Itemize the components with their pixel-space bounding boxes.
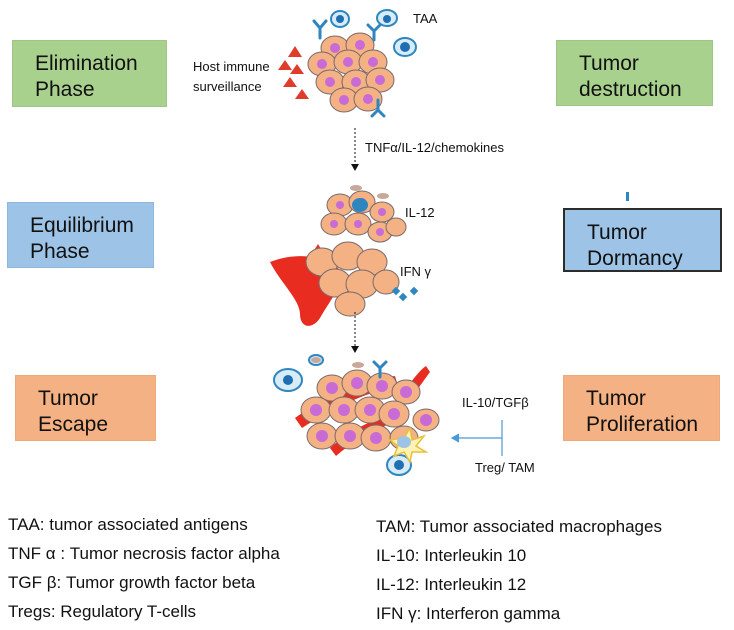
tumor-destruction-box: Tumor destruction [556, 40, 713, 106]
antibody-group [312, 19, 386, 118]
elimination-phase-label: Elimination Phase [35, 52, 138, 101]
equilibrium-tumor-cluster [270, 185, 419, 326]
treg-tam-label: Treg/ TAM [475, 460, 535, 475]
ifn-diamonds [391, 286, 419, 302]
tumor-dormancy-label: Tumor Dormancy [587, 221, 683, 270]
red-triangle-group [278, 46, 309, 99]
legend-left: TAA: tumor associated antigens TNF α : T… [8, 510, 280, 626]
legend-item: IL-10: Interleukin 10 [376, 546, 527, 565]
legend-item: Tregs: Regulatory T-cells [8, 602, 197, 621]
host-immune-surveillance-label: Host immune surveillance [193, 59, 270, 94]
legend-right: TAM: Tumor associated macrophages IL-10:… [376, 512, 662, 628]
legend-item: TAM: Tumor associated macrophages [376, 517, 662, 536]
dormancy-tick-mark [626, 192, 629, 201]
escape-tumor-cluster [273, 354, 440, 476]
equilibrium-phase-box: Equilibrium Phase [7, 202, 154, 268]
legend-item: TNF α : Tumor necrosis factor alpha [8, 544, 280, 563]
il12-label: IL-12 [405, 205, 435, 220]
taa-label: TAA [413, 11, 438, 26]
legend-item: TGF β: Tumor growth factor beta [8, 573, 256, 592]
tnf-il12-chemokines-label: TNFα/IL-12/chemokines [365, 140, 505, 155]
il10-tgfb-label: IL-10/TGFβ [462, 395, 529, 410]
tumor-dormancy-box: Tumor Dormancy [563, 208, 722, 272]
ifn-gamma-label: IFN γ [400, 264, 432, 279]
legend-item: TAA: tumor associated antigens [8, 515, 248, 534]
equilibrium-phase-label: Equilibrium Phase [30, 214, 134, 263]
tumor-escape-label: Tumor Escape [38, 387, 109, 436]
tumor-escape-box: Tumor Escape [15, 375, 156, 441]
elimination-tumor-cluster [278, 9, 417, 118]
elimination-phase-box: Elimination Phase [12, 40, 167, 107]
inhibition-arrow [450, 420, 503, 456]
tumor-destruction-label: Tumor destruction [579, 52, 682, 101]
legend-item: IFN γ: Interferon gamma [376, 604, 561, 623]
tumor-proliferation-label: Tumor Proliferation [586, 387, 699, 436]
legend-item: IL-12: Interleukin 12 [376, 575, 527, 594]
tumor-proliferation-box: Tumor Proliferation [563, 375, 720, 441]
